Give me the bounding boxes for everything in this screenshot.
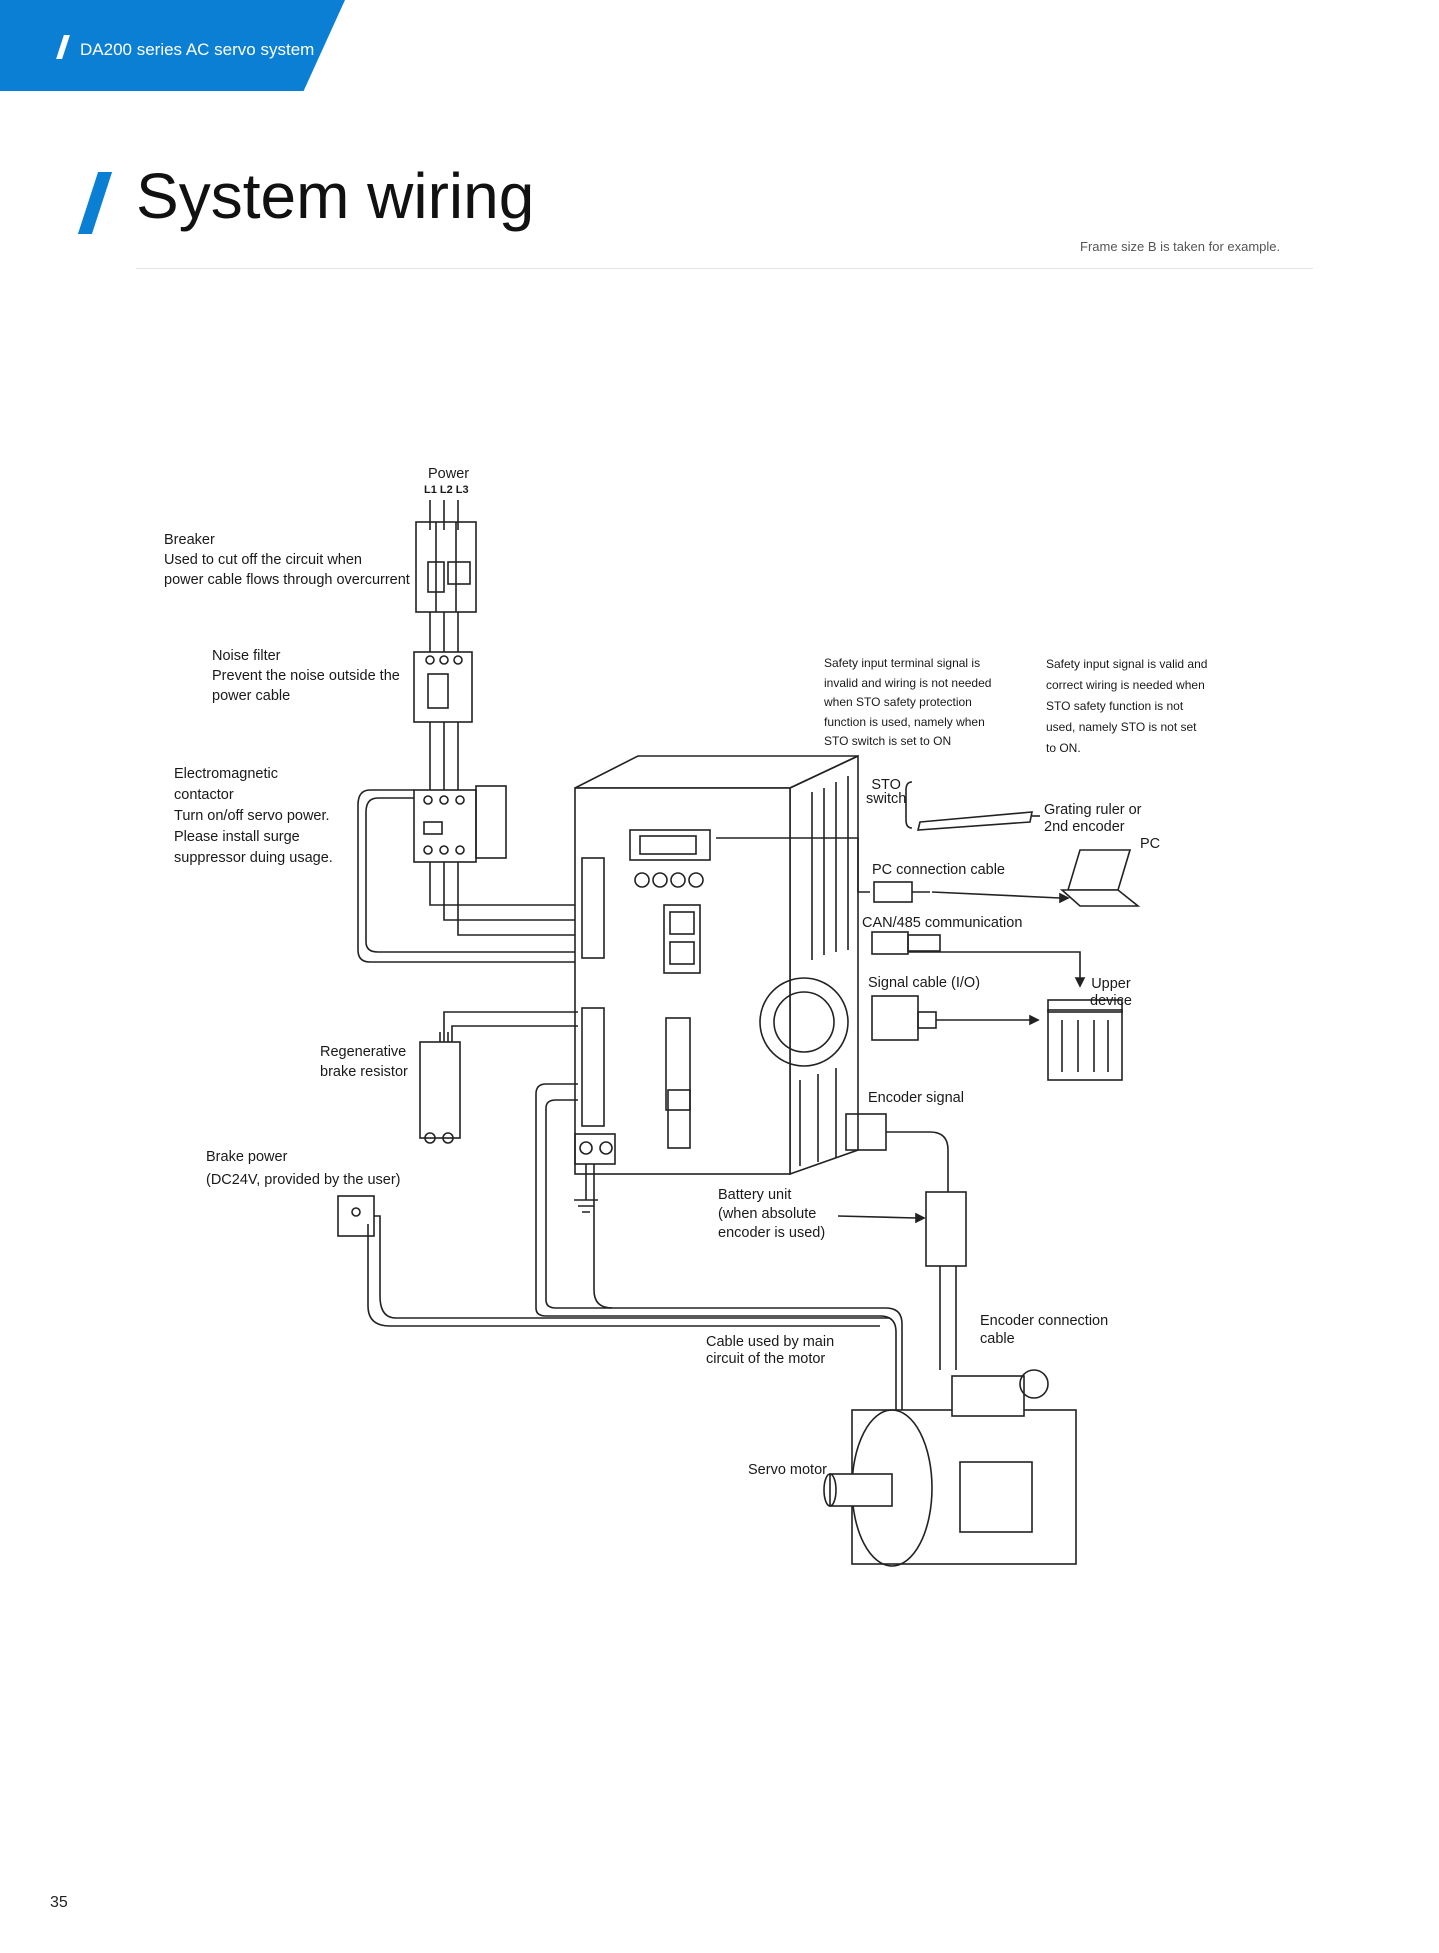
- signal-io-connection: [871, 995, 1123, 1081]
- encoder-signal-label: Encoder signal: [868, 1090, 964, 1106]
- can485-connection: [871, 931, 1086, 988]
- regen-resistor: [419, 1011, 578, 1144]
- upper-device-label: Upper device: [1090, 976, 1132, 1009]
- sto-invalid-note: Safety input terminal signal is invalid …: [824, 656, 992, 748]
- page-number: 35: [50, 1894, 68, 1911]
- breaker-device: [415, 521, 477, 652]
- contactor-device: [413, 785, 507, 863]
- header-tab: [0, 0, 345, 91]
- main-motor-cable: [535, 1083, 903, 1420]
- brake-power: [337, 1195, 890, 1327]
- pc-connection: [716, 837, 1141, 907]
- servo-drive: [574, 754, 859, 1213]
- signal-cable-label: Signal cable (I/O): [868, 975, 981, 991]
- regen-label: Regenerative brake resistor: [320, 1044, 408, 1080]
- power-cables: [357, 789, 578, 963]
- can485-label: CAN/485 communication: [862, 915, 1023, 931]
- sto-switch-label: STO switch: [866, 777, 907, 807]
- series-label: DA200 series AC servo system: [80, 40, 315, 59]
- brake-power-label: Brake power (DC24V, provided by the user…: [206, 1149, 401, 1188]
- pc-label: PC: [1140, 836, 1161, 852]
- sto-valid-note: Safety input signal is valid and correct…: [1046, 657, 1208, 755]
- page-title: System wiring: [136, 160, 535, 232]
- noise-filter-label: Noise filter Prevent the noise outside t…: [212, 648, 400, 704]
- noise-filter-device: [413, 651, 473, 790]
- power-phase-lines: [429, 500, 459, 530]
- battery-label: Battery unit (when absolute encoder is u…: [718, 1187, 826, 1241]
- pc-cable-label: PC connection cable: [872, 862, 1005, 878]
- contactor-label: Electromagnetic contactor Turn on/off se…: [174, 766, 333, 866]
- breaker-label: Breaker Used to cut off the circuit when…: [164, 532, 410, 588]
- servo-motor-label: Servo motor: [748, 1462, 827, 1478]
- encoder-connection: [837, 1113, 967, 1370]
- power-label: Power L1 L2 L3: [424, 466, 470, 496]
- frame-size-note: Frame size B is taken for example.: [1080, 239, 1281, 254]
- title-divider: [136, 268, 1313, 269]
- sto-grating: [905, 781, 1040, 831]
- grating-label: Grating ruler or 2nd encoder: [1044, 802, 1142, 835]
- encoder-cable-label: Encoder connection cable: [980, 1313, 1109, 1347]
- servo-motor-device: [823, 1369, 1077, 1567]
- main-cable-label: Cable used by main circuit of the motor: [706, 1334, 835, 1367]
